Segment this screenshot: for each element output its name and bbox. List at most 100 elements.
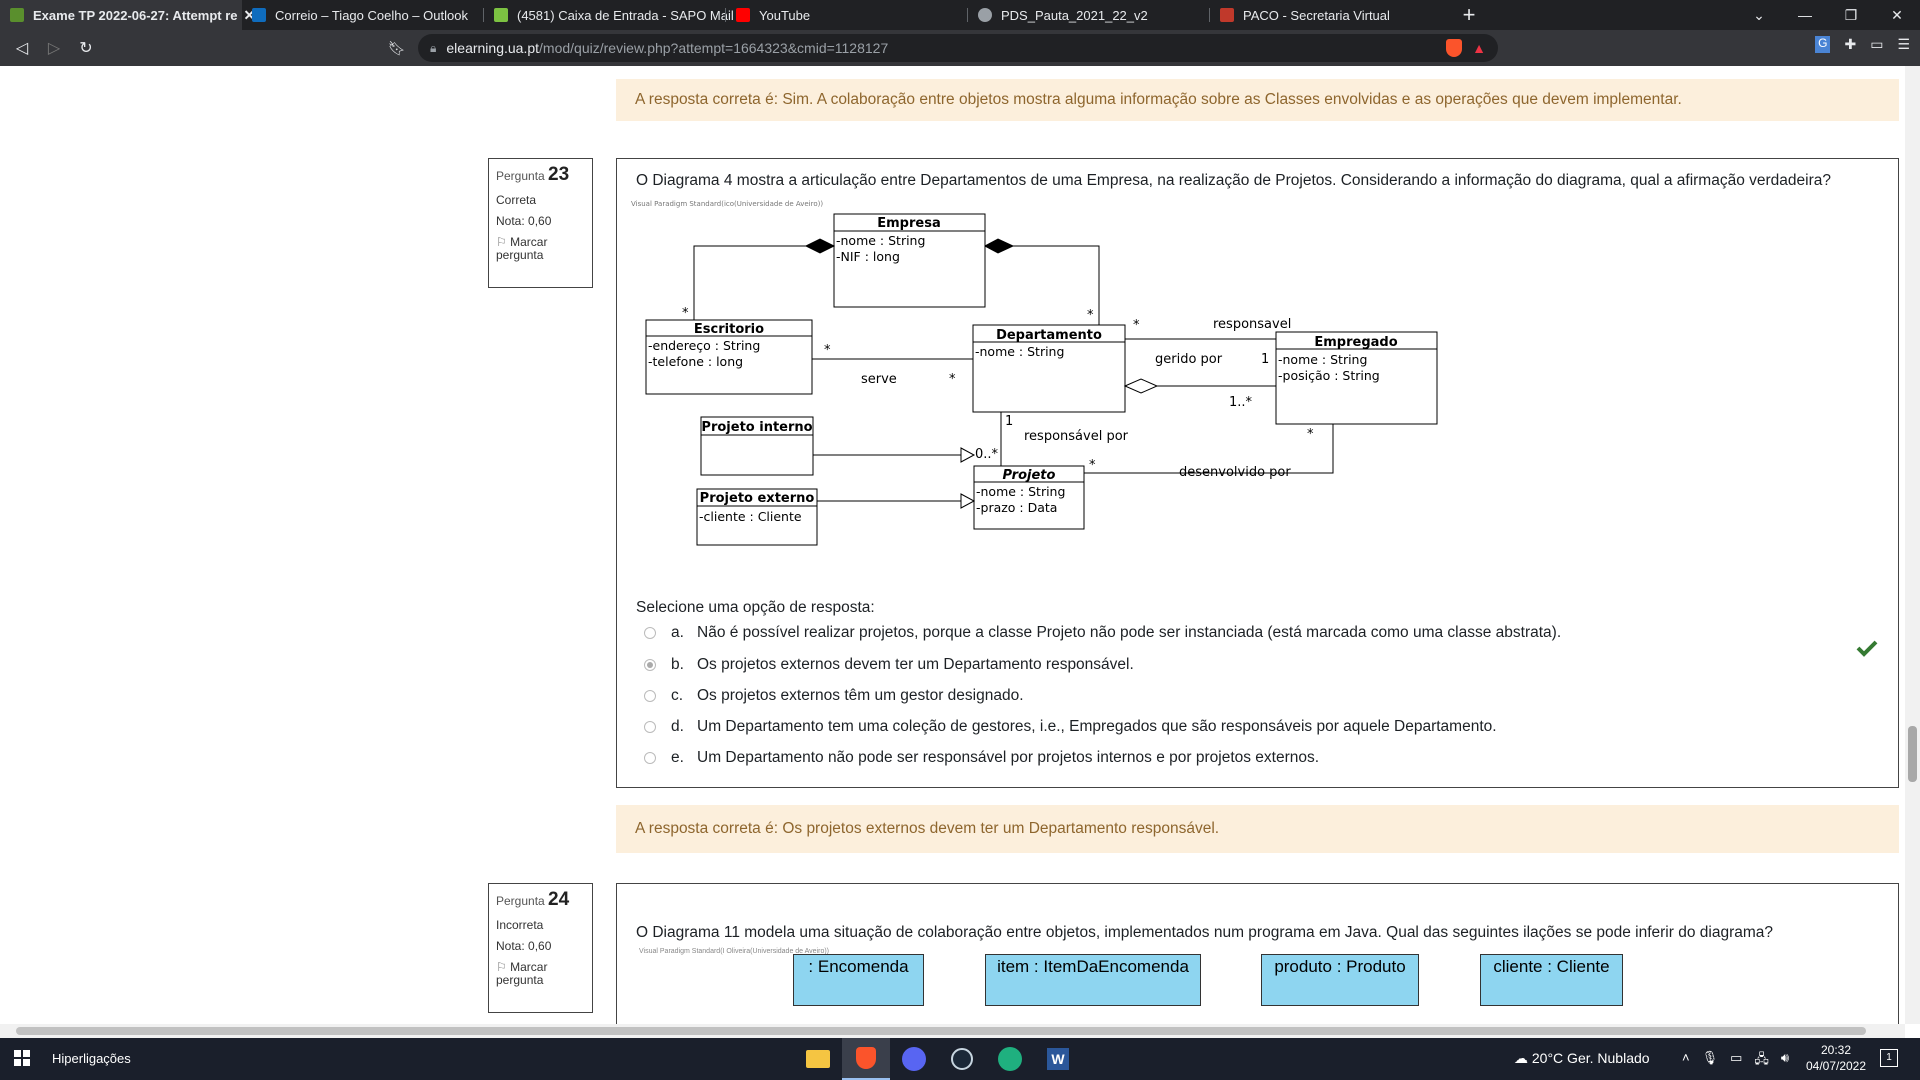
vertical-scrollbar[interactable] bbox=[1905, 66, 1920, 1024]
close-tab-icon[interactable]: ✕ bbox=[243, 6, 256, 23]
class-name: Projeto interno bbox=[701, 420, 812, 435]
lock-icon: 🔒︎ bbox=[430, 40, 437, 55]
clock[interactable]: 20:32 04/07/2022 bbox=[1796, 1042, 1876, 1074]
microphone-icon[interactable]: 🎙︎ bbox=[1701, 1050, 1719, 1065]
class-projeto-interno: Projeto interno bbox=[700, 416, 814, 476]
svg-text:1..*: 1..* bbox=[1229, 395, 1253, 410]
sapo-favicon-icon bbox=[494, 8, 508, 22]
brave-browser-icon[interactable] bbox=[842, 1038, 890, 1080]
tab-youtube[interactable]: YouTube bbox=[726, 0, 968, 30]
page-content: A resposta correta é: Sim. A colaboração… bbox=[0, 66, 1905, 1043]
steam-icon[interactable] bbox=[938, 1038, 986, 1080]
svg-text:desenvolvido por: desenvolvido por bbox=[1179, 465, 1291, 480]
feedback-q23: A resposta correta é: Os projetos extern… bbox=[616, 805, 1899, 853]
translate-icon[interactable]: G bbox=[1815, 36, 1831, 53]
time: 20:32 bbox=[1820, 1043, 1852, 1057]
url-path: /mod/quiz/review.php?attempt=1664323&cmi… bbox=[539, 40, 889, 56]
close-window-button[interactable]: ✕ bbox=[1891, 6, 1903, 23]
new-tab-button[interactable]: + bbox=[1462, 2, 1476, 27]
extensions-icon[interactable]: ✚ bbox=[1844, 36, 1857, 52]
class-name: Empresa bbox=[877, 216, 940, 231]
tab-title: PACO - Secretaria Virtual bbox=[1243, 7, 1390, 23]
tab-exame[interactable]: Exame TP 2022-06-27: Attempt re ✕ bbox=[0, 0, 255, 30]
tab-paco[interactable]: PACO - Secretaria Virtual bbox=[1210, 0, 1452, 30]
class-name: Departamento bbox=[996, 328, 1102, 343]
minimize-button[interactable]: — bbox=[1798, 7, 1812, 23]
rewards-icon[interactable]: ▲ bbox=[1472, 40, 1486, 56]
feedback-previous: A resposta correta é: Sim. A colaboração… bbox=[616, 79, 1899, 121]
scrollbar-thumb[interactable] bbox=[1908, 726, 1917, 782]
edge-icon[interactable] bbox=[986, 1038, 1034, 1080]
bookmark-icon[interactable]: 🔖︎ bbox=[388, 40, 406, 56]
chevron-up-icon[interactable]: ˄ bbox=[1682, 1050, 1690, 1065]
date: 04/07/2022 bbox=[1805, 1059, 1867, 1073]
windows-start-icon[interactable] bbox=[14, 1050, 30, 1066]
discord-icon[interactable] bbox=[890, 1038, 938, 1080]
svg-text:serve: serve bbox=[861, 372, 897, 387]
notification-icon[interactable]: 1 bbox=[1880, 1049, 1898, 1067]
tab-title: PDS_Pauta_2021_22_v2 bbox=[1001, 7, 1148, 23]
svg-text:*: * bbox=[682, 306, 689, 321]
tab-sapo-mail[interactable]: (4581) Caixa de Entrada - SAPO Mail bbox=[484, 0, 734, 30]
reload-icon[interactable]: ↻ bbox=[79, 40, 93, 57]
scrollbar-thumb[interactable] bbox=[16, 1027, 1866, 1035]
network-icon[interactable]: 🖧︎ bbox=[1754, 1051, 1769, 1066]
svg-text:1: 1 bbox=[1005, 414, 1013, 429]
class-empresa: Empresa -nome : String -NIF : long bbox=[833, 213, 986, 308]
svg-text:*: * bbox=[1087, 308, 1094, 323]
class-name: Empregado bbox=[1314, 335, 1397, 350]
association-labels: * * * serve * * responsavel gerido por 1… bbox=[682, 306, 1314, 480]
forward-icon[interactable]: ▷ bbox=[47, 40, 61, 57]
wallet-icon[interactable]: ▭ bbox=[1870, 36, 1884, 52]
volume-icon[interactable]: 🔊︎ bbox=[1780, 1050, 1790, 1065]
address-bar[interactable]: 🔒︎ elearning.ua.pt /mod/quiz/review.php?… bbox=[418, 34, 1498, 62]
option-text: Os projetos externos têm um gestor desig… bbox=[697, 687, 1024, 704]
class-name: Projeto bbox=[1003, 468, 1056, 483]
tab-title: Exame TP 2022-06-27: Attempt re bbox=[33, 7, 238, 23]
class-empregado: Empregado -nome : String -posição : Stri… bbox=[1275, 331, 1438, 425]
menu-icon[interactable]: ☰ bbox=[1897, 36, 1910, 52]
option-b[interactable]: b. Os projetos externos devem ter um Dep… bbox=[644, 656, 1134, 674]
restore-button[interactable]: ❐ bbox=[1844, 6, 1858, 23]
answer-prompt: Selecione uma opção de resposta: bbox=[636, 599, 875, 616]
brave-shield-icon[interactable] bbox=[1446, 39, 1462, 57]
battery-icon[interactable]: ▭ bbox=[1730, 1050, 1743, 1065]
associations bbox=[693, 238, 1334, 509]
weather-widget[interactable]: ☁ 20°C Ger. Nublado bbox=[1514, 1050, 1650, 1066]
svg-text:*: * bbox=[949, 372, 956, 387]
option-e[interactable]: e. Um Departamento não pode ser responsá… bbox=[644, 749, 1319, 767]
taskbar: Hiperligações W ☁ 20°C Ger. Nublado ˄ 🎙︎… bbox=[0, 1038, 1920, 1080]
option-d[interactable]: d. Um Departamento tem uma coleção de ge… bbox=[644, 718, 1497, 736]
cloud-icon: ☁ bbox=[1514, 1050, 1528, 1066]
option-a[interactable]: a. Não é possível realizar projetos, por… bbox=[644, 624, 1561, 642]
diagram-watermark: Visual Paradigm Standard(ico(Universidad… bbox=[631, 200, 823, 208]
horizontal-scrollbar[interactable] bbox=[0, 1024, 1905, 1038]
flag-question-link[interactable]: ⚐ Marcar pergunta bbox=[496, 235, 548, 263]
svg-text:responsavel: responsavel bbox=[1213, 317, 1291, 332]
question-info-23: Pergunta 23 Correta Nota: 0,60 ⚐ Marcar … bbox=[488, 158, 593, 288]
extensions-area: G ✚ ▭ ☰ bbox=[1815, 36, 1910, 53]
object-item: item : ItemDaEncomenda bbox=[985, 954, 1201, 1006]
option-c[interactable]: c. Os projetos externos têm um gestor de… bbox=[644, 687, 1024, 705]
file-explorer-icon[interactable] bbox=[794, 1038, 842, 1080]
tab-pds-pauta[interactable]: PDS_Pauta_2021_22_v2 bbox=[968, 0, 1210, 30]
class-escritorio: Escritorio -endereço : String -telefone … bbox=[645, 319, 813, 395]
flag-question-link[interactable]: ⚐ Marcar pergunta bbox=[496, 960, 548, 988]
question-number: Pergunta 24 bbox=[496, 889, 570, 910]
class-projeto-externo: Projeto externo -cliente : Cliente bbox=[696, 488, 818, 546]
radio-button-selected[interactable] bbox=[644, 659, 656, 671]
radio-button[interactable] bbox=[644, 752, 656, 764]
class-attr: -posição : String bbox=[1278, 368, 1380, 383]
question-state: Incorreta bbox=[496, 917, 544, 932]
tab-search-icon[interactable]: ⌄ bbox=[1753, 6, 1765, 23]
radio-button[interactable] bbox=[644, 721, 656, 733]
back-icon[interactable]: ◁ bbox=[15, 40, 29, 57]
class-attr: -nome : String bbox=[1278, 352, 1367, 367]
word-icon[interactable]: W bbox=[1034, 1038, 1082, 1080]
tab-outlook[interactable]: Correio – Tiago Coelho – Outlook bbox=[242, 0, 484, 30]
radio-button[interactable] bbox=[644, 690, 656, 702]
question-text: O Diagrama 4 mostra a articulação entre … bbox=[636, 172, 1831, 189]
feedback-text: A resposta correta é: Sim. A colaboração… bbox=[635, 91, 1682, 108]
taskbar-toolbar-label[interactable]: Hiperligações bbox=[52, 1051, 131, 1066]
radio-button[interactable] bbox=[644, 627, 656, 639]
